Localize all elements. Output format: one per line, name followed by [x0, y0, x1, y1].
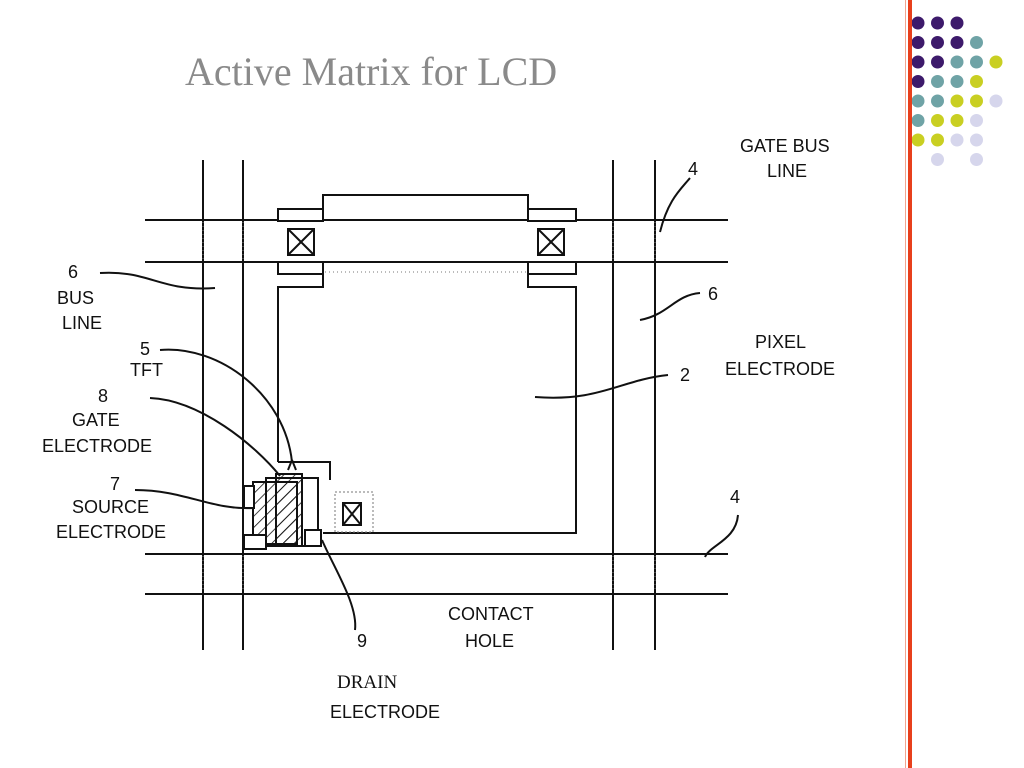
decor-dot	[911, 75, 925, 88]
decor-dot	[970, 133, 983, 147]
label-4-top: 4	[688, 159, 698, 179]
drain-electrode-label-2: ELECTRODE	[330, 702, 440, 722]
bottom-right-pad	[527, 261, 577, 275]
contact-hole-label-1: CONTACT	[448, 604, 534, 624]
decor-dot	[950, 55, 964, 69]
contact-hole-icon-top-right	[537, 228, 565, 256]
decor-dot	[989, 94, 1003, 108]
decor-dot	[950, 16, 964, 30]
top-bar	[322, 194, 529, 221]
decor-dot	[970, 153, 983, 166]
tft-label: TFT	[130, 360, 163, 380]
bus-line-label-2: LINE	[62, 313, 102, 333]
source-electrode-label-1: SOURCE	[72, 497, 149, 517]
tft	[243, 473, 322, 550]
decor-dot	[911, 94, 925, 108]
decor-dot	[950, 75, 964, 88]
decor-dot	[931, 55, 944, 69]
diagram-labels: GATE BUS LINE 4 6 PIXEL ELECTRODE 2 4 6 …	[42, 136, 835, 722]
bottom-left-pad	[277, 261, 324, 275]
decor-dot	[950, 133, 964, 147]
decor-dot	[911, 36, 925, 49]
gate-electrode-label-num: 8	[98, 386, 108, 406]
contact-hole-icon	[342, 502, 362, 526]
contact-hole-label-2: HOLE	[465, 631, 514, 651]
source-electrode-label-2: ELECTRODE	[56, 522, 166, 542]
decor-dot	[989, 55, 1003, 69]
decor-dot	[970, 55, 983, 69]
top-left-pad	[277, 208, 324, 222]
decor-dot	[950, 94, 964, 108]
decor-dot	[931, 133, 944, 147]
decor-dot	[931, 36, 944, 49]
decor-dot	[970, 94, 983, 108]
decor-dot	[970, 114, 983, 127]
leader-lines	[99, 177, 739, 631]
bus-line-label-1: BUS	[57, 288, 94, 308]
gate-bus-line-label-2: LINE	[767, 161, 807, 181]
pixel-electrode-label-1: PIXEL	[755, 332, 806, 352]
top-structure	[277, 194, 577, 275]
pixel-electrode-label-2: ELECTRODE	[725, 359, 835, 379]
decor-dot	[970, 36, 983, 49]
decor-dot	[911, 133, 925, 147]
accent-rule-shadow	[905, 0, 906, 768]
tft-label-num: 5	[140, 339, 150, 359]
slide-title: Active Matrix for LCD	[185, 49, 558, 94]
gate-electrode-label-2: ELECTRODE	[42, 436, 152, 456]
contact-boxes	[287, 228, 565, 256]
gate-bus-line-label-1: GATE BUS	[740, 136, 830, 156]
accent-rule	[908, 0, 912, 768]
bus-lines	[145, 160, 728, 650]
contact-hole-lower	[334, 491, 374, 533]
source-electrode-hatch	[275, 473, 303, 547]
pixel-electrode	[277, 274, 577, 534]
contact-hole-icon-top-left	[287, 228, 315, 256]
gate-electrode-label-1: GATE	[72, 410, 120, 430]
top-right-pad	[527, 208, 577, 222]
source-electrode-label-num: 7	[110, 474, 120, 494]
decor-dot	[950, 36, 964, 49]
decor-dot	[931, 114, 944, 127]
decor-dot	[911, 16, 925, 30]
label-9: 9	[357, 631, 367, 651]
decor-dot	[911, 114, 925, 127]
decor-dot	[931, 94, 944, 108]
label-2: 2	[680, 365, 690, 385]
decor-dot	[970, 75, 983, 88]
decor-dot	[950, 114, 964, 127]
label-6-right: 6	[708, 284, 718, 304]
bus-line-label-num: 6	[68, 262, 78, 282]
decor-dot	[931, 153, 944, 166]
decor-dot	[911, 55, 925, 69]
drain-electrode-label-1: DRAIN	[337, 672, 397, 693]
decor-dot	[931, 75, 944, 88]
decor-dot	[931, 16, 944, 30]
label-4-bottom: 4	[730, 487, 740, 507]
